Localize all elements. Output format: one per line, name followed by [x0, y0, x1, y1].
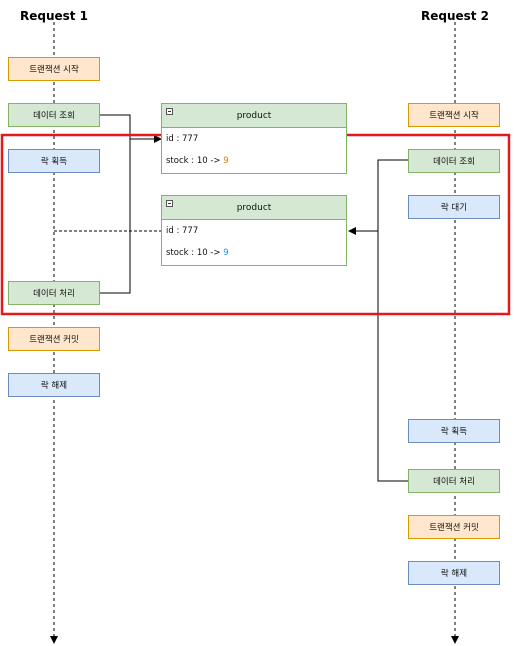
stock-new-value: 9: [223, 156, 229, 166]
product-table-2-title: product: [236, 202, 272, 213]
product-table-2-id: id : 777: [166, 226, 199, 236]
product-table-1-header: product: [162, 104, 346, 128]
connector-r1-read-to-table1: [100, 114, 162, 143]
r2-tx-start: 트랜잭션 시작: [408, 103, 500, 127]
lifeline-request1-end-arrow: [50, 636, 58, 644]
product-table-1-title: product: [236, 110, 272, 121]
product-table-2: product id : 777 stock : 10 -> 9: [161, 195, 347, 266]
collapse-toggle-icon[interactable]: [166, 200, 173, 207]
request1-header: Request 1: [19, 9, 89, 23]
collapse-toggle-icon[interactable]: [166, 108, 173, 115]
connector-r2-to-table2: [377, 159, 408, 482]
r1-lock-acquire: 락 획득: [8, 149, 100, 173]
stock-new-value: 9: [223, 248, 229, 258]
r2-lock-acquire: 락 획득: [408, 419, 500, 443]
connector-r1-process: [100, 139, 131, 294]
lifeline-request2-end-arrow: [451, 636, 459, 644]
product-table-1: product id : 777 stock : 10 -> 9: [161, 103, 347, 174]
r1-tx-commit: 트랜잭션 커밋: [8, 327, 100, 351]
r1-lock-release: 락 해제: [8, 373, 100, 397]
r1-data-process: 데이터 처리: [8, 281, 100, 305]
product-table-2-header: product: [162, 196, 346, 220]
r1-tx-start: 트랜잭션 시작: [8, 57, 100, 81]
stock-label: stock : 10 ->: [166, 248, 224, 258]
r1-data-read: 데이터 조회: [8, 103, 100, 127]
product-table-1-stock: stock : 10 -> 9: [166, 156, 229, 166]
request2-header: Request 2: [420, 9, 490, 23]
product-table-2-stock: stock : 10 -> 9: [166, 248, 229, 258]
r2-tx-commit: 트랜잭션 커밋: [408, 515, 500, 539]
r2-data-process: 데이터 처리: [408, 469, 500, 493]
product-table-1-id: id : 777: [166, 134, 199, 144]
stock-label: stock : 10 ->: [166, 156, 224, 166]
r2-data-read: 데이터 조회: [408, 149, 500, 173]
r2-lock-release: 락 해제: [408, 561, 500, 585]
r2-lock-wait: 락 대기: [408, 195, 500, 219]
